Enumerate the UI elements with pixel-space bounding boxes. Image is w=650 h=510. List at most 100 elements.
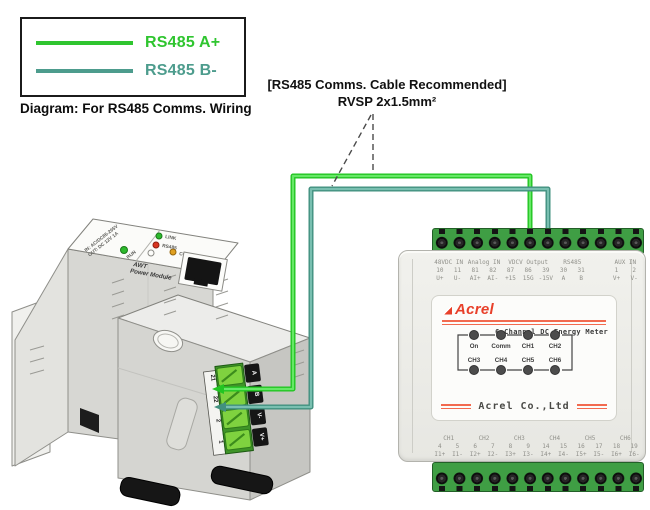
terminal-label-cell: CH1 (443, 435, 455, 442)
terminal-label-cell: 19 (630, 443, 638, 450)
din-clip-2 (210, 465, 274, 495)
company-name: Acrel Co.,Ltd (478, 401, 570, 412)
bottom-terminal-names: I1+I1-I2+I2-I3+I3-I4+I4-I5+I5-I6+I6- (431, 451, 643, 459)
terminal-label-cell: RS485 (563, 259, 582, 266)
terminal-label-cell: B (579, 275, 583, 282)
meter-top-terminal-block (432, 228, 644, 255)
link-led-label: LINK (165, 234, 178, 242)
terminal-label-cell: CH2 (478, 435, 490, 442)
terminal-label-cell: I1+ (434, 451, 446, 458)
legend-line-a (36, 41, 133, 45)
gateway-terminal-num-2: 22 (212, 396, 219, 404)
cable-note-line1: [RS485 Comms. Cable Recommended] (267, 77, 507, 92)
terminal-label-cell: Analog IN (467, 259, 501, 266)
gateway-terminal-name-vp: V+ (258, 433, 265, 442)
terminal-label-cell: -15V (538, 275, 554, 282)
terminal-label-cell: VDCV Output (508, 259, 549, 266)
terminal-label-cell: 87 (506, 267, 515, 274)
terminal-label-cell: 2 (632, 267, 636, 274)
led-ch4 (496, 365, 506, 375)
company-rule-left (441, 404, 472, 409)
brand-rule (442, 320, 606, 322)
link-led (155, 232, 163, 240)
led-ch1 (523, 330, 533, 340)
rs485-wires (212, 173, 551, 412)
led-label-ch2: CH2 (549, 343, 562, 350)
terminal-label-cell (590, 267, 608, 275)
legend-box: RS485 A+ RS485 B- (20, 17, 246, 97)
terminal-label-cell: 6 (473, 443, 477, 450)
terminal-label-cell: 10 (436, 267, 444, 274)
terminal-label-cell: I3+ (505, 451, 516, 458)
brand-rule-thin (442, 324, 606, 325)
terminal-label-cell: 7 (491, 443, 495, 450)
terminal-label-cell: +15 (505, 275, 516, 282)
comm-led (169, 248, 177, 256)
led-label-ch3: CH3 (468, 357, 481, 364)
terminal-label-cell: I5- (593, 451, 605, 458)
terminal-label-cell: 16 (577, 443, 585, 450)
brand-name: Acrel (455, 301, 495, 318)
terminal-label-cell: I4+ (540, 451, 552, 458)
awt-gateway-device: IN: AC/DC85-265V OUT: DC 12V 1A RUN AWT … (11, 218, 311, 507)
gateway-terminal-name-a: A (250, 370, 257, 376)
legend-label-a: RS485 A+ (145, 34, 221, 51)
led-label-ch1: CH1 (522, 343, 535, 350)
terminal-label-cell: CH3 (513, 435, 525, 442)
led-label-ch6: CH6 (549, 357, 562, 364)
terminal-label-cell: I1- (452, 451, 463, 458)
meter-bottom-terminal-block (432, 462, 644, 492)
terminal-label-cell: I6- (628, 451, 640, 458)
run-led-label: RUN (126, 249, 138, 260)
terminal-label-cell: 14 (542, 443, 550, 450)
legend-line-b (36, 69, 133, 73)
terminal-label-cell: AI- (487, 275, 499, 282)
knockout-circle (152, 329, 184, 353)
rs485-led (152, 241, 160, 249)
terminal-label-cell: AI+ (469, 275, 481, 282)
gateway-left-wall (14, 248, 69, 467)
terminal-label-cell: I5+ (575, 451, 587, 458)
terminal-label-cell: 11 (453, 267, 462, 274)
terminal-label-cell: I6+ (611, 451, 622, 458)
terminal-label-cell: AUX IN (614, 259, 637, 266)
cable-note-leaders (331, 114, 374, 187)
terminal-label-cell: CH6 (619, 435, 631, 442)
led-ch6 (550, 365, 560, 375)
din-clip-1 (119, 476, 181, 507)
led-label-ch4: CH4 (495, 357, 508, 364)
terminal-label-cell: CH5 (584, 435, 596, 442)
terminal-label-cell (590, 259, 608, 267)
rs485-led-label: RS485 (162, 243, 178, 252)
terminal-label-cell: 82 (489, 267, 497, 274)
terminal-label-cell: 15 (559, 443, 568, 450)
cable-note: [RS485 Comms. Cable Recommended] RVSP 2x… (256, 77, 518, 109)
legend-row-a: RS485 A+ (36, 34, 244, 52)
terminal-label-cell: 81 (471, 267, 479, 274)
gateway-terminal-num-4: 1 (217, 440, 223, 445)
terminal-label-cell: V+ (612, 275, 621, 282)
terminal-label-cell: A (561, 275, 566, 282)
terminal-label-cell: V- (630, 275, 638, 282)
gateway-terminal-name-vm: V- (255, 412, 262, 418)
led-ch5 (523, 365, 533, 375)
rail-clip-left (80, 408, 99, 433)
terminal-label-cell: 31 (577, 267, 585, 274)
gateway-terminal-block: 21 22 2 1 A B V- V+ (203, 362, 269, 456)
company-rule-right (576, 404, 607, 409)
led-ch2 (550, 330, 560, 340)
terminal-label-cell: 30 (559, 267, 568, 274)
terminal-label-cell: 9 (526, 443, 530, 450)
spare-led (147, 249, 155, 257)
terminal-label-cell: 8 (508, 443, 513, 450)
led-label-comm: Comm (491, 343, 511, 350)
cable-note-line2: RVSP 2x1.5mm² (337, 94, 437, 109)
